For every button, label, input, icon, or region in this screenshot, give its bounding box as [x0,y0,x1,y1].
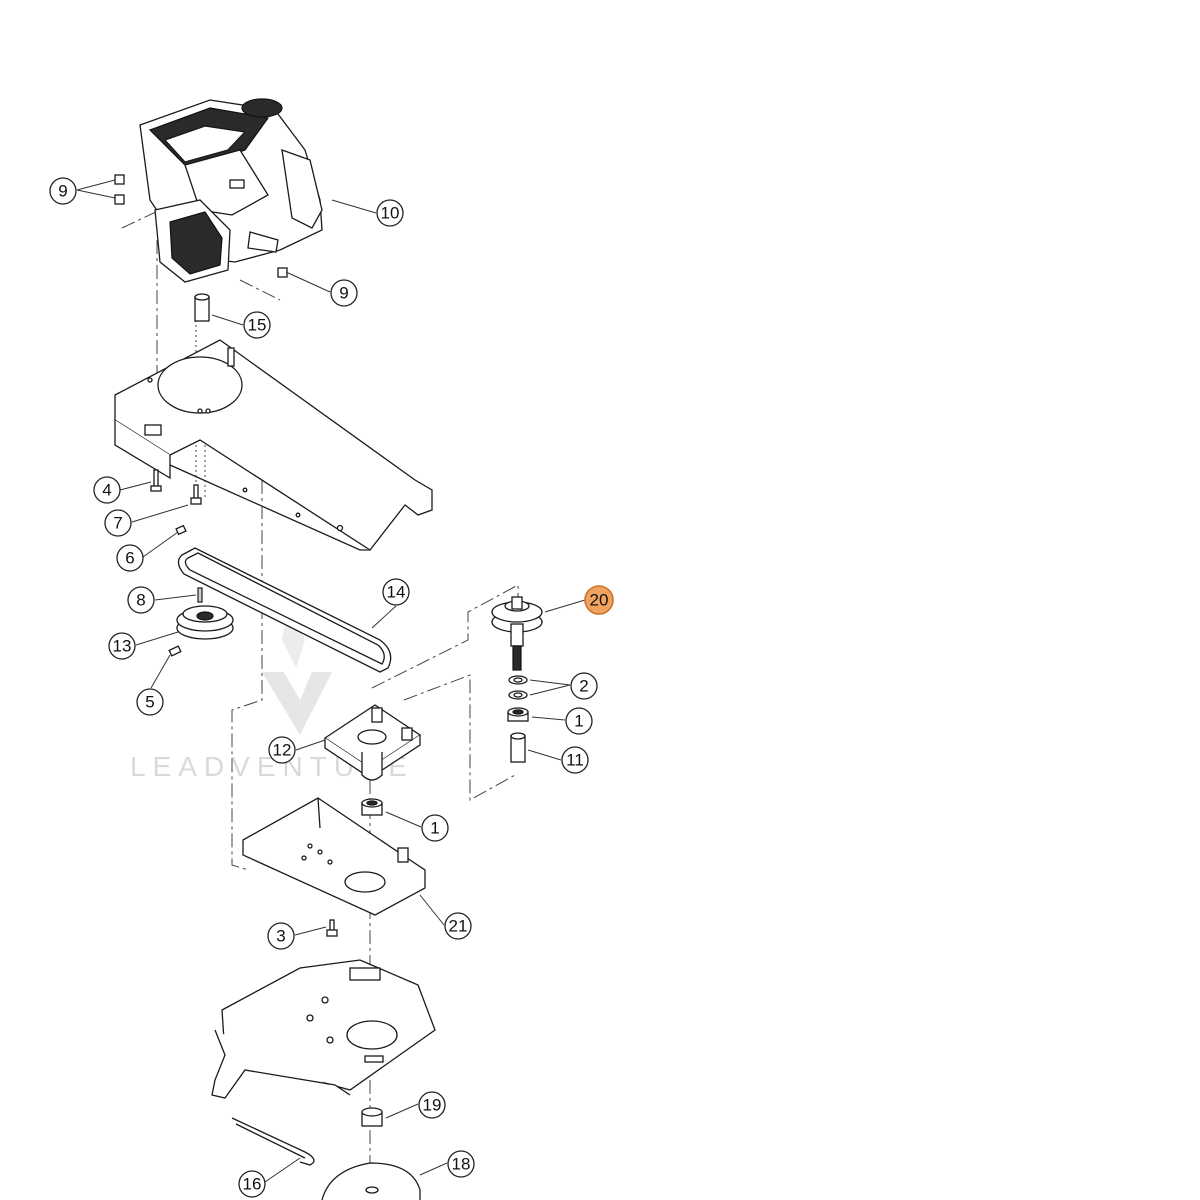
bolt-part-4[interactable] [150,469,162,492]
align-line-top [121,209,281,301]
svg-text:13: 13 [113,637,132,656]
watermark-logo-icon [262,672,332,735]
callout-9-lower[interactable]: 9 [330,279,358,307]
bracket-part-21[interactable] [242,797,426,916]
callout-10[interactable]: 10 [376,199,404,227]
bolt-part-7[interactable] [190,484,202,505]
callout-20[interactable]: 20 [584,585,614,615]
align-line-pulley-bottom [403,674,516,801]
bearing-part-1-lower[interactable] [361,798,383,816]
bearing-part-1-upper[interactable] [507,707,529,722]
callout-21[interactable]: 21 [444,912,472,940]
belt-part-14[interactable] [177,547,392,673]
svg-text:21: 21 [449,917,468,936]
nut-part-9-upper[interactable] [114,174,125,205]
spacer-part-19[interactable] [361,1107,383,1127]
callout-8[interactable]: 8 [127,586,155,614]
svg-text:6: 6 [125,549,134,568]
svg-text:3: 3 [276,927,285,946]
blade-adapter-part-18[interactable] [321,1162,421,1200]
washer-part-2[interactable] [508,675,528,700]
nut-part-9-lower[interactable] [277,267,288,278]
engine-deck-frame[interactable] [114,339,433,551]
callout-18[interactable]: 18 [447,1150,475,1178]
screw-part-6[interactable] [175,524,187,536]
svg-text:11: 11 [566,751,584,770]
svg-text:9: 9 [339,284,348,303]
align-line-belt [231,480,263,871]
svg-text:9: 9 [58,182,67,201]
spacer-part-15[interactable] [194,293,210,322]
housing-part-12[interactable] [323,704,422,781]
svg-text:15: 15 [248,316,267,335]
callout-2[interactable]: 2 [570,672,598,700]
pulley-part-13[interactable] [176,605,234,640]
svg-text:20: 20 [590,591,609,610]
callout-14[interactable]: 14 [382,578,410,606]
svg-text:5: 5 [145,693,154,712]
svg-text:14: 14 [387,583,406,602]
callout-12[interactable]: 12 [268,736,296,764]
svg-text:16: 16 [243,1175,262,1194]
svg-text:1: 1 [430,819,439,838]
callout-19[interactable]: 19 [418,1091,446,1119]
engine-part-10[interactable] [139,98,323,283]
callout-3[interactable]: 3 [267,922,295,950]
callout-1-lower[interactable]: 1 [421,814,449,842]
svg-text:2: 2 [579,677,588,696]
callout-7[interactable]: 7 [104,509,132,537]
callout-11[interactable]: 11 [561,746,589,774]
callout-4[interactable]: 4 [93,476,121,504]
spacer-part-11[interactable] [510,732,526,763]
callout-9-upper[interactable]: 9 [49,177,77,205]
svg-text:8: 8 [136,591,145,610]
svg-text:10: 10 [381,204,400,223]
callout-15[interactable]: 15 [243,311,271,339]
callout-16[interactable]: 16 [238,1170,266,1198]
callout-6[interactable]: 6 [116,544,144,572]
callout-5[interactable]: 5 [136,688,164,716]
svg-text:18: 18 [452,1155,471,1174]
deck-plate[interactable] [211,959,436,1099]
svg-text:1: 1 [574,712,583,731]
key-part-8[interactable] [197,587,203,603]
svg-text:4: 4 [102,481,111,500]
bolt-part-5[interactable] [168,645,182,657]
svg-text:19: 19 [423,1096,442,1115]
screw-part-3[interactable] [326,919,338,937]
leader-lines [76,179,586,1183]
pulley-shaft-part-20[interactable] [491,596,543,671]
svg-text:7: 7 [113,514,122,533]
callout-13[interactable]: 13 [108,632,136,660]
svg-text:12: 12 [273,741,292,760]
callout-1-upper[interactable]: 1 [565,707,593,735]
pin-part-16[interactable] [231,1117,315,1166]
